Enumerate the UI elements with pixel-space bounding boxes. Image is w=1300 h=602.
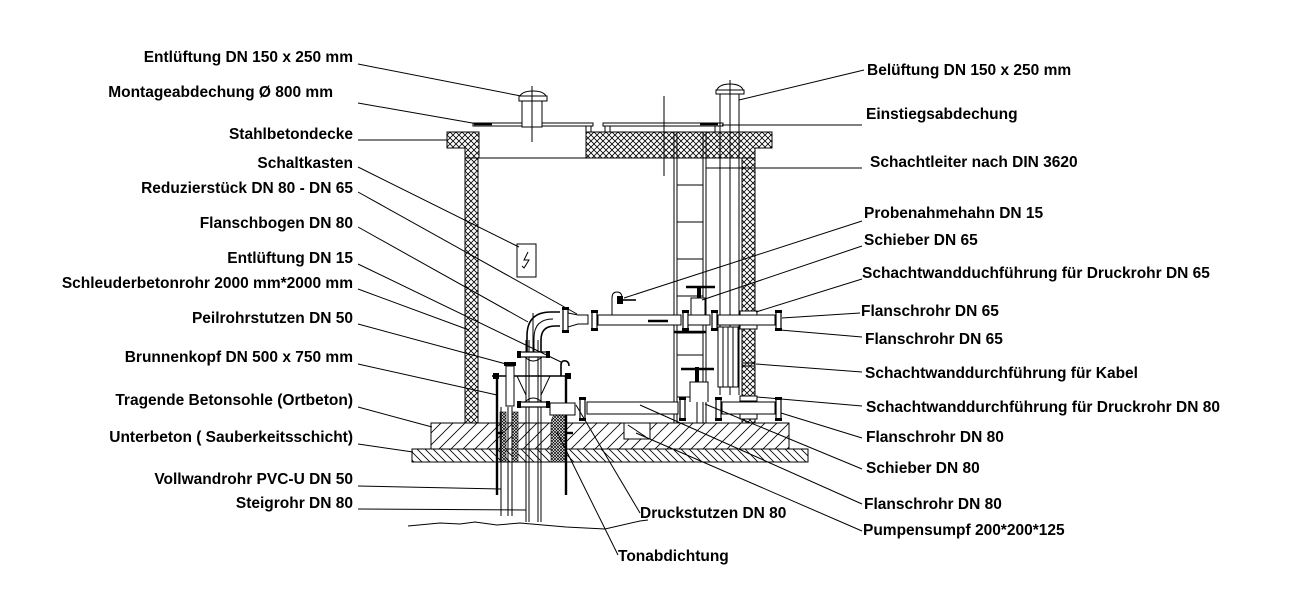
label-schleuderbetonrohr: Schleuderbetonrohr 2000 mm*2000 mm: [62, 275, 353, 292]
pressure-pipe-dn80: [549, 367, 782, 423]
base-slab: [430, 422, 790, 450]
pressure-pipe-dn65: [562, 285, 782, 334]
leader-line-vollwandrohr: [357, 485, 502, 490]
labels-bottom: Druckstutzen DN 80 Tonabdichtung: [618, 505, 786, 565]
label-schieber-80: Schieber DN 80: [866, 460, 980, 477]
leader-line-tonabdichtung: [556, 431, 619, 556]
leader-line-schleuderbetonrohr: [357, 288, 470, 331]
well-head: [492, 311, 573, 522]
ground-line: [407, 519, 649, 530]
vent-exhaust: [518, 86, 548, 142]
shaft-ladder: [673, 132, 760, 423]
label-flanschbogen: Flanschbogen DN 80: [200, 215, 353, 232]
label-wanddurchfuehrung-65: Schachtwandduchführung für Druckrohr DN …: [862, 265, 1210, 282]
label-peilrohrstutzen: Peilrohrstutzen DN 50: [192, 310, 353, 327]
leader-line-flanschrohr-80-b: [639, 404, 863, 505]
leader-line-unterbeton: [357, 443, 414, 453]
label-flanschrohr-65-b: Flanschrohr DN 65: [865, 331, 1003, 348]
leader-lines: [357, 63, 865, 556]
lightning-bolt-icon: [521, 251, 530, 269]
leader-line-belueftung: [738, 69, 865, 101]
leader-line-wanddurchfuehrung-65: [755, 278, 863, 313]
label-unterbeton: Unterbeton ( Sauberkeitsschicht): [109, 429, 353, 446]
cable-bundle: [717, 326, 739, 388]
leader-line-flanschrohr-80-a: [780, 412, 863, 439]
vent-intake: [715, 80, 745, 395]
leader-line-entlueftung-150: [357, 63, 522, 97]
leader-line-wanddurchfuehrung-kabel: [755, 363, 863, 373]
labels-right: Belüftung DN 150 x 250 mm Einstiegsabdec…: [861, 62, 1220, 539]
leader-line-flanschrohr-65-a: [781, 312, 861, 319]
label-einstiegsabdeckung: Einstiegsabdechung: [866, 106, 1018, 123]
label-druckstutzen: Druckstutzen DN 80: [640, 505, 786, 522]
leader-line-montageabdeckung: [357, 102, 479, 125]
label-flanschrohr-80-b: Flanschrohr DN 80: [864, 496, 1002, 513]
shaft-wall-right-upper: [741, 147, 756, 312]
switch-box: [516, 243, 537, 278]
label-flanschrohr-65-a: Flanschrohr DN 65: [861, 303, 999, 320]
leader-line-flanschbogen: [357, 226, 529, 323]
leader-line-schieber-65: [701, 245, 863, 301]
label-schieber-65: Schieber DN 65: [864, 232, 978, 249]
label-vollwandrohr: Vollwandrohr PVC-U DN 50: [154, 471, 353, 488]
clay-seal-left-2: [511, 411, 519, 463]
labels-left: Entlüftung DN 150 x 250 mm Montageabdech…: [62, 49, 354, 512]
unterbeton-slab: [411, 448, 809, 463]
leader-line-steigrohr: [357, 508, 527, 511]
shaft-wall-right-middle: [741, 327, 756, 397]
cover-slab-left: [446, 131, 480, 159]
label-flanschrohr-80-a: Flanschrohr DN 80: [866, 429, 1004, 446]
label-entlueftung-150: Entlüftung DN 150 x 250 mm: [144, 49, 353, 66]
label-schachtleiter: Schachtleiter nach DIN 3620: [870, 154, 1078, 171]
label-montageabdeckung: Montageabdechung Ø 800 mm: [108, 84, 333, 101]
label-tonabdichtung: Tonabdichtung: [618, 548, 729, 565]
label-betonsohle: Tragende Betonsohle (Ortbeton): [115, 392, 353, 409]
label-stahlbetondecke: Stahlbetondecke: [229, 126, 353, 143]
label-steigrohr: Steigrohr DN 80: [236, 495, 353, 512]
leader-line-schieber-80: [704, 403, 863, 470]
leader-line-probenahmehahn: [623, 220, 863, 299]
label-belueftung: Belüftung DN 150 x 250 mm: [867, 62, 1071, 79]
leader-line-pumpensumpf: [635, 432, 863, 532]
label-entlueftung-15: Entlüftung DN 15: [227, 250, 353, 267]
cover-slab-right: [585, 131, 773, 159]
label-brunnenkopf: Brunnenkopf DN 500 x 750 mm: [125, 349, 353, 366]
leader-line-entlueftung-15: [357, 263, 562, 363]
clay-seal-right: [550, 409, 566, 463]
leader-line-schaltkasten: [357, 166, 520, 248]
leader-line-reduzierstueck: [357, 191, 578, 315]
label-schaltkasten: Schaltkasten: [257, 155, 353, 172]
leader-line-wanddurchfuehrung-80: [756, 396, 863, 407]
leader-line-druckstutzen: [575, 404, 641, 514]
label-wanddurchfuehrung-kabel: Schachtwanddurchführung für Kabel: [865, 365, 1138, 382]
leader-line-peilrohrstutzen: [357, 323, 507, 365]
label-wanddurchfuehrung-80: Schachtwanddurchführung für Druckrohr DN…: [866, 399, 1220, 416]
label-pumpensumpf: Pumpensumpf 200*200*125: [863, 522, 1065, 539]
label-reduzierstueck: Reduzierstück DN 80 - DN 65: [141, 180, 353, 197]
leader-line-flanschrohr-65-b: [779, 329, 863, 338]
shaft-wall-left: [464, 147, 479, 424]
label-probenahmehahn: Probenahmehahn DN 15: [864, 205, 1044, 222]
clay-seal-left: [499, 411, 507, 463]
leader-line-brunnenkopf: [357, 363, 498, 396]
leader-line-betonsohle: [357, 406, 433, 428]
